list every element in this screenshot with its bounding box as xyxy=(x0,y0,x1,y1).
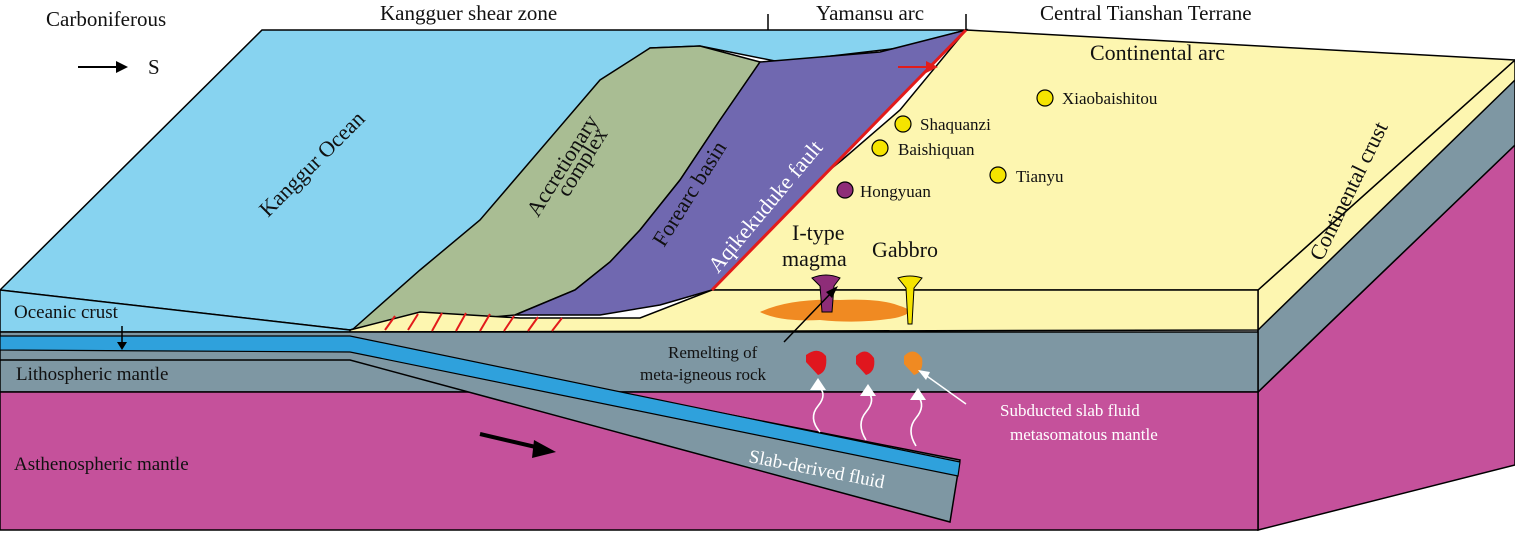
itype-magma-body xyxy=(811,274,841,313)
itype-magma-label-1: I-type xyxy=(792,220,845,245)
deposit-dot-hongyuan xyxy=(836,181,854,199)
gabbro-label: Gabbro xyxy=(872,237,938,262)
melt-droplet-red-2 xyxy=(856,351,875,375)
pointer-metasomatic xyxy=(918,370,967,405)
pointer-remelting xyxy=(783,286,838,343)
fluid-arrow-2 xyxy=(860,391,873,441)
deposit-label-tianyu: Tianyu xyxy=(1016,167,1064,186)
remelting-label-1: Remelting of xyxy=(668,343,758,362)
deposit-label-shaquanzi: Shaquanzi xyxy=(920,115,991,134)
metasomatic-label-1: Subducted slab fluid xyxy=(1000,401,1140,420)
deposit-dot-tianyu xyxy=(989,166,1007,184)
asthenospheric-mantle-label: Asthenospheric mantle xyxy=(14,454,189,475)
period-label: Carboniferous xyxy=(46,7,166,31)
melt-droplet-red-1 xyxy=(806,350,827,375)
melt-droplet-orange xyxy=(904,351,923,375)
deposit-label-baishiquan: Baishiquan xyxy=(898,140,975,159)
fluid-arrow-1 xyxy=(812,385,824,433)
fault-motion-arrow xyxy=(898,61,938,73)
deposit-dot-baishiquan xyxy=(871,139,889,157)
fluid-arrowhead-3 xyxy=(910,388,926,400)
kangguer-shear-zone-label: Kangguer shear zone xyxy=(380,1,557,25)
south-direction-arrow xyxy=(78,61,128,73)
fluid-arrowhead-1 xyxy=(810,378,826,390)
deposit-dot-xiaobaishitou xyxy=(1036,89,1054,107)
gabbro-body xyxy=(897,275,923,325)
metasomatic-label-2: metasomatous mantle xyxy=(1010,425,1158,444)
oceanic-crust-label: Oceanic crust xyxy=(14,302,119,323)
fluid-arrows xyxy=(812,385,923,447)
lithospheric-mantle-label: Lithospheric mantle xyxy=(16,364,168,385)
central-tianshan-label: Central Tianshan Terrane xyxy=(1040,1,1252,25)
itype-magma-label-2: magma xyxy=(782,246,847,271)
remelting-label-2: meta-igneous rock xyxy=(640,365,767,384)
fluid-arrowhead-2 xyxy=(860,384,876,396)
melt-pool xyxy=(760,299,909,322)
yamansu-arc-label: Yamansu arc xyxy=(816,1,924,25)
deposit-dot-shaquanzi xyxy=(894,115,912,133)
wedge-hatching xyxy=(384,312,563,332)
direction-label: S xyxy=(148,55,160,79)
plate-motion-arrow xyxy=(479,432,556,458)
deposit-label-xiaobaishitou: Xiaobaishitou xyxy=(1062,89,1158,108)
oceanic-crust-down-arrow xyxy=(117,326,127,350)
continental-arc-label: Continental arc xyxy=(1090,40,1225,65)
aqikekuduke-fault-line xyxy=(710,28,968,292)
fluid-arrow-3 xyxy=(910,395,923,447)
deposit-label-hongyuan: Hongyuan xyxy=(860,182,931,201)
subducting-slab-crust xyxy=(0,335,961,477)
